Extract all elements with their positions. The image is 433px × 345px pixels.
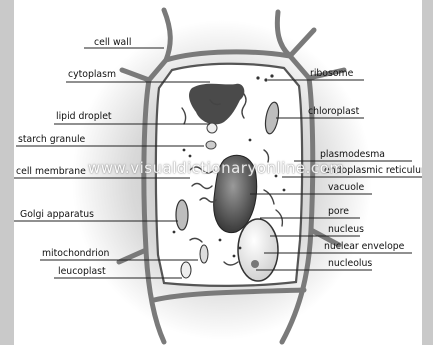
watermark: www.visualdictionaryonline.com bbox=[88, 159, 344, 177]
left-border bbox=[0, 0, 14, 345]
label-ribosome: ribosome bbox=[310, 68, 353, 79]
label-cell-wall: cell wall bbox=[94, 37, 131, 48]
label-nucleus: nucleus bbox=[328, 224, 364, 235]
label-nuclear-envelope: nuclear envelope bbox=[324, 241, 404, 252]
starch-granule bbox=[206, 141, 216, 149]
label-cell-membrane: cell membrane bbox=[16, 166, 86, 177]
label-nucleolus: nucleolus bbox=[328, 258, 372, 269]
nucleus bbox=[238, 219, 278, 281]
leucoplast bbox=[181, 262, 191, 278]
nucleolus bbox=[251, 260, 259, 268]
chloroplast-2 bbox=[176, 200, 188, 230]
diagram-canvas: cell wall cytoplasm lipid droplet starch… bbox=[14, 0, 422, 345]
label-golgi-apparatus: Golgi apparatus bbox=[20, 209, 94, 220]
right-border bbox=[422, 0, 433, 345]
label-cytoplasm: cytoplasm bbox=[68, 69, 116, 80]
label-leucoplast: leucoplast bbox=[58, 266, 106, 277]
mitochondrion bbox=[200, 245, 208, 263]
label-starch-granule: starch granule bbox=[18, 134, 85, 145]
label-lipid-droplet: lipid droplet bbox=[56, 111, 112, 122]
label-chloroplast: chloroplast bbox=[308, 106, 359, 117]
label-pore: pore bbox=[328, 206, 349, 217]
label-mitochondrion: mitochondrion bbox=[42, 248, 109, 259]
label-vacuole: vacuole bbox=[328, 182, 364, 193]
